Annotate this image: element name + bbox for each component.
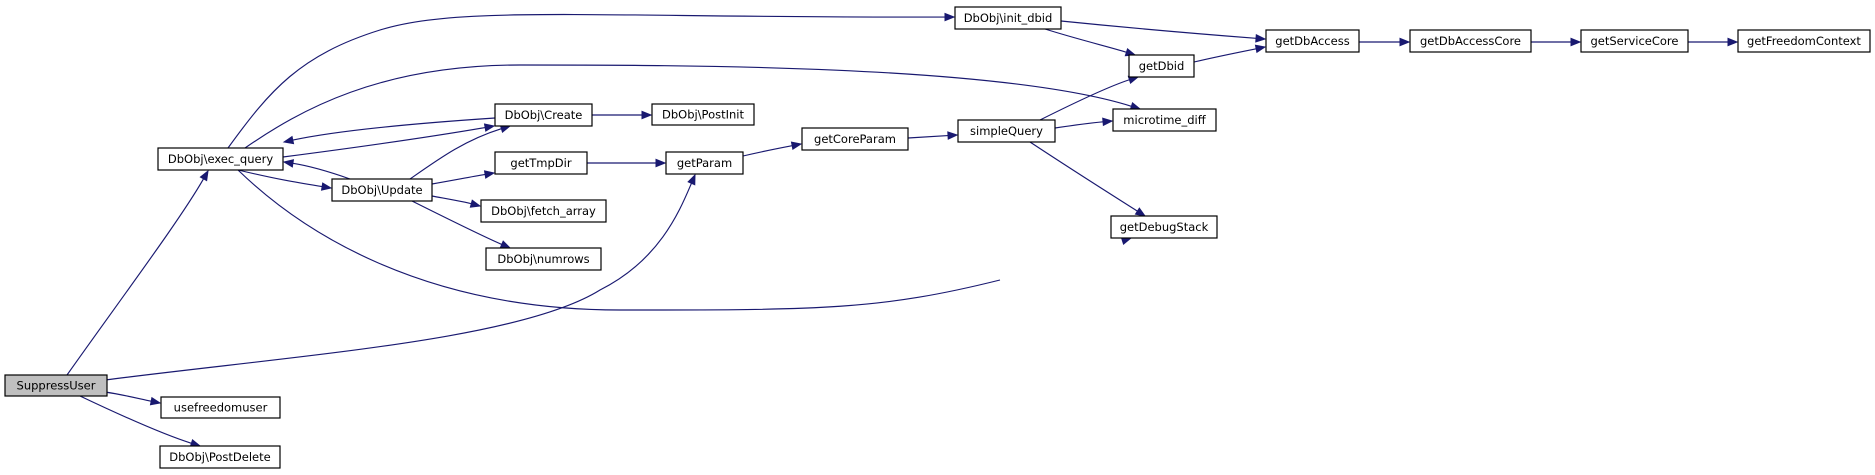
node-get-dbid[interactable]: getDbid <box>1128 54 1195 78</box>
edge-exec-query-to-update <box>237 169 333 191</box>
edge-suppress-user-to-usefreedomuser <box>104 391 162 406</box>
node-box[interactable] <box>4 374 108 397</box>
edge-exec-query-to-create <box>282 123 496 158</box>
node-get-debug-stack[interactable]: getDebugStack <box>1110 215 1218 239</box>
node-label: getParam <box>677 156 732 170</box>
edge-suppress-user-to-post-delete <box>79 395 202 448</box>
node-box[interactable] <box>1737 29 1871 53</box>
edge-exec-query-to-init-dbid <box>227 12 956 149</box>
node-numrows[interactable]: DbObj\numrows <box>485 247 602 271</box>
node-label: SuppressUser <box>17 379 96 393</box>
node-box[interactable] <box>1110 215 1218 239</box>
node-label: DbObj\init_dbid <box>964 11 1053 25</box>
node-update[interactable]: DbObj\Update <box>331 178 433 202</box>
node-label: DbObj\Update <box>341 183 422 197</box>
node-box[interactable] <box>665 151 744 175</box>
node-label: DbObj\fetch_array <box>491 204 596 218</box>
edges-layer <box>66 12 1739 448</box>
node-label: simpleQuery <box>970 124 1043 138</box>
node-get-tmp-dir[interactable]: getTmpDir <box>494 151 588 175</box>
edge-get-db-access-to-get-db-access-core <box>1359 37 1411 47</box>
edge-get-db-access-core-to-get-service-core <box>1531 37 1582 47</box>
nodes-layer: SuppressUser DbObj\exec_query usefreedomus… <box>4 6 1871 469</box>
node-label: getCoreParam <box>814 132 896 146</box>
node-suppress-user[interactable]: SuppressUser <box>4 374 108 397</box>
node-label: microtime_diff <box>1123 113 1206 127</box>
edge-exec-query-to-microtime-diff <box>244 64 1142 149</box>
node-box[interactable] <box>480 199 607 223</box>
edge-get-tmp-dir-to-get-param <box>587 158 667 168</box>
node-post-init[interactable]: DbObj\PostInit <box>651 103 755 126</box>
node-box[interactable] <box>1112 108 1217 132</box>
node-box[interactable] <box>159 445 281 469</box>
edge-create-to-post-init <box>591 110 653 120</box>
edge-update-to-get-tmp-dir <box>431 170 496 185</box>
node-exec-query[interactable]: DbObj\exec_query <box>157 147 284 171</box>
edge-init-dbid-to-get-dbid <box>1044 28 1137 57</box>
node-box[interactable] <box>1580 29 1689 53</box>
node-get-param[interactable]: getParam <box>665 151 744 175</box>
node-get-freedom-context[interactable]: getFreedomContext <box>1737 29 1871 53</box>
edge-get-service-core-to-get-freedom-context <box>1688 37 1739 47</box>
node-init-dbid[interactable]: DbObj\init_dbid <box>954 6 1062 30</box>
node-get-db-access-core[interactable]: getDbAccessCore <box>1409 29 1532 53</box>
node-get-service-core[interactable]: getServiceCore <box>1580 29 1689 53</box>
node-label: getDbid <box>1139 59 1185 73</box>
node-box[interactable] <box>954 6 1062 30</box>
node-usefreedomuser[interactable]: usefreedomuser <box>160 396 281 419</box>
node-box[interactable] <box>331 178 433 202</box>
node-box[interactable] <box>651 103 755 126</box>
node-box[interactable] <box>957 119 1056 143</box>
node-box[interactable] <box>485 247 602 271</box>
edge-suppress-user-to-get-param <box>104 173 696 381</box>
node-label: getDebugStack <box>1120 220 1209 234</box>
node-box[interactable] <box>494 103 593 127</box>
node-label: DbObj\Create <box>505 108 583 122</box>
edge-suppress-user-to-exec-query <box>66 169 209 376</box>
node-box[interactable] <box>1128 54 1195 78</box>
node-label: DbObj\numrows <box>497 252 589 266</box>
node-label: getTmpDir <box>510 156 571 170</box>
node-fetch-array[interactable]: DbObj\fetch_array <box>480 199 607 223</box>
node-label: usefreedomuser <box>174 401 268 415</box>
node-get-core-param[interactable]: getCoreParam <box>801 127 909 151</box>
node-label: DbObj\PostDelete <box>169 450 270 464</box>
node-box[interactable] <box>494 151 588 175</box>
edge-get-core-param-to-simple-query <box>907 131 959 140</box>
edge-get-dbid-to-get-db-access <box>1193 44 1267 63</box>
node-box[interactable] <box>160 396 281 419</box>
edge-get-param-to-get-core-param <box>742 141 803 157</box>
node-create[interactable]: DbObj\Create <box>494 103 593 127</box>
node-label: DbObj\PostInit <box>662 108 745 122</box>
edge-simple-query-to-get-debug-stack <box>1029 141 1147 217</box>
node-label: getDbAccessCore <box>1420 34 1521 48</box>
node-box[interactable] <box>1265 29 1360 53</box>
node-label: DbObj\exec_query <box>168 152 273 166</box>
edge-update-to-fetch-array <box>431 195 482 208</box>
edge-update-to-exec-query <box>282 159 351 180</box>
node-box[interactable] <box>157 147 284 171</box>
edge-init-dbid-to-get-db-access <box>1060 20 1267 43</box>
node-microtime-diff[interactable]: microtime_diff <box>1112 108 1217 132</box>
edge-create-to-exec-query <box>282 117 496 145</box>
edge-simple-query-to-microtime-diff <box>1054 117 1114 129</box>
node-box[interactable] <box>1409 29 1532 53</box>
node-label: getServiceCore <box>1590 34 1678 48</box>
node-post-delete[interactable]: DbObj\PostDelete <box>159 445 281 469</box>
node-simple-query[interactable]: simpleQuery <box>957 119 1056 143</box>
node-label: getFreedomContext <box>1747 34 1861 48</box>
node-box[interactable] <box>801 127 909 151</box>
node-get-db-access[interactable]: getDbAccess <box>1265 29 1360 53</box>
node-label: getDbAccess <box>1275 34 1349 48</box>
